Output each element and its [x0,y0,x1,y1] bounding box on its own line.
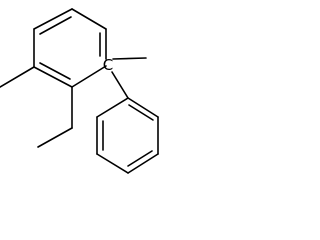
phenyl-bond-3-inner [127,150,153,167]
carbon-atom-label: C [103,56,113,74]
ring-bond-top-left [33,8,73,30]
phenyl-bond-1-inner [128,104,154,121]
phenyl-link-bond [111,71,129,99]
ring-bond-bottom-left [33,66,73,88]
phenyl-bond-4 [96,153,129,174]
ring-bond-bottom-right [71,65,107,88]
methyl-bond-left [0,66,35,88]
ring-bond-bottom-left-inner [39,62,71,80]
molecule-drawing: C [0,8,159,174]
ring-bond-top-left-inner [39,16,72,35]
methyl-bond-right [112,57,147,60]
structure-canvas: C [0,0,177,180]
ethyl-bond-2 [37,127,73,148]
ring-bond-top-right [71,8,107,30]
phenyl-bond-1 [127,97,159,118]
phenyl-bond-6 [96,97,129,118]
phenyl-bond-3 [127,153,159,174]
